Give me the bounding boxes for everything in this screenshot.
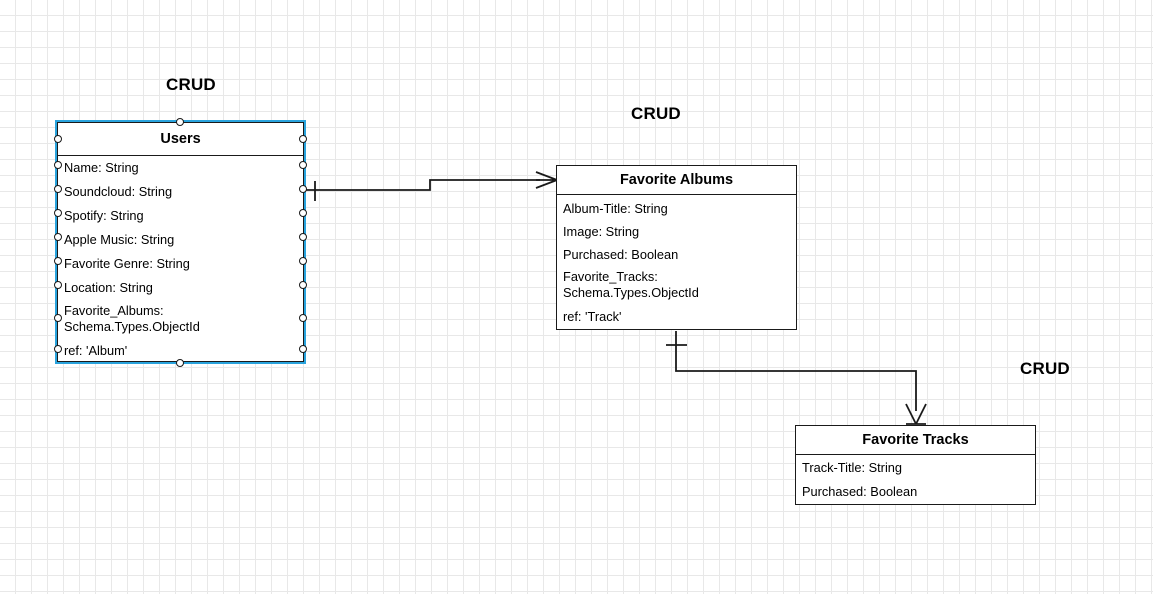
connection-handle-left[interactable]: [54, 314, 62, 322]
attribute-row[interactable]: Name: String: [64, 160, 139, 175]
crud-label-users: CRUD: [166, 75, 216, 94]
connection-handle-left[interactable]: [54, 185, 62, 193]
attribute-row[interactable]: Soundcloud: String: [64, 184, 173, 199]
crud-label-albums: CRUD: [631, 104, 681, 123]
attribute-row[interactable]: Favorite_Tracks: Schema.Types.ObjectId: [563, 269, 699, 300]
entity-favorite-tracks-attributes: Track-Title: String Purchased: Boolean: [796, 456, 1035, 504]
cardinality-many-tracks: [905, 403, 927, 425]
connection-handle-left[interactable]: [54, 281, 62, 289]
connector-users-to-albums: [306, 179, 540, 191]
entity-favorite-albums[interactable]: Favorite Albums Album-Title: String Imag…: [556, 165, 797, 330]
connection-handle-right[interactable]: [299, 233, 307, 241]
attribute-row[interactable]: Track-Title: String: [802, 460, 903, 475]
connection-handle-left[interactable]: [54, 135, 62, 143]
crud-label-tracks: CRUD: [1020, 359, 1070, 378]
entity-favorite-albums-attributes: Album-Title: String Image: String Purcha…: [557, 197, 796, 330]
connection-handle-right[interactable]: [299, 135, 307, 143]
connection-handle-left[interactable]: [54, 257, 62, 265]
attribute-row[interactable]: Spotify: String: [64, 208, 144, 223]
attribute-row[interactable]: Location: String: [64, 280, 153, 295]
attribute-row[interactable]: Album-Title: String: [563, 200, 668, 216]
attribute-row[interactable]: Favorite_Albums: Schema.Types.ObjectId: [64, 303, 200, 334]
entity-users-attributes: Name: String Soundcloud: String Spotify:…: [58, 156, 303, 363]
connection-handle-left[interactable]: [54, 345, 62, 353]
connection-handle-right[interactable]: [299, 209, 307, 217]
resize-handle-bottom[interactable]: [176, 359, 184, 367]
connection-handle-left[interactable]: [54, 161, 62, 169]
connection-handle-right[interactable]: [299, 185, 307, 193]
connection-handle-right[interactable]: [299, 345, 307, 353]
attribute-row[interactable]: Image: String: [563, 223, 640, 239]
cardinality-many-albums: [535, 171, 558, 189]
entity-users-title: Users: [58, 123, 303, 156]
attribute-row[interactable]: ref: 'Track': [563, 309, 622, 324]
attribute-row[interactable]: ref: 'Album': [64, 342, 128, 358]
connection-handle-right[interactable]: [299, 314, 307, 322]
attribute-row[interactable]: Purchased: Boolean: [802, 484, 918, 499]
connector-albums-to-tracks: [675, 331, 917, 411]
attribute-row[interactable]: Favorite Genre: String: [64, 256, 190, 271]
connection-handle-left[interactable]: [54, 209, 62, 217]
entity-favorite-albums-title: Favorite Albums: [557, 166, 796, 195]
attribute-row[interactable]: Purchased: Boolean: [563, 246, 679, 262]
attribute-row[interactable]: Apple Music: String: [64, 232, 175, 247]
connection-handle-right[interactable]: [299, 161, 307, 169]
entity-users[interactable]: Users Name: String Soundcloud: String Sp…: [57, 122, 304, 362]
connection-handle-right[interactable]: [299, 281, 307, 289]
resize-handle-top[interactable]: [176, 118, 184, 126]
connection-handle-right[interactable]: [299, 257, 307, 265]
entity-favorite-tracks[interactable]: Favorite Tracks Track-Title: String Purc…: [795, 425, 1036, 505]
connection-handle-left[interactable]: [54, 233, 62, 241]
entity-favorite-tracks-title: Favorite Tracks: [796, 426, 1035, 455]
